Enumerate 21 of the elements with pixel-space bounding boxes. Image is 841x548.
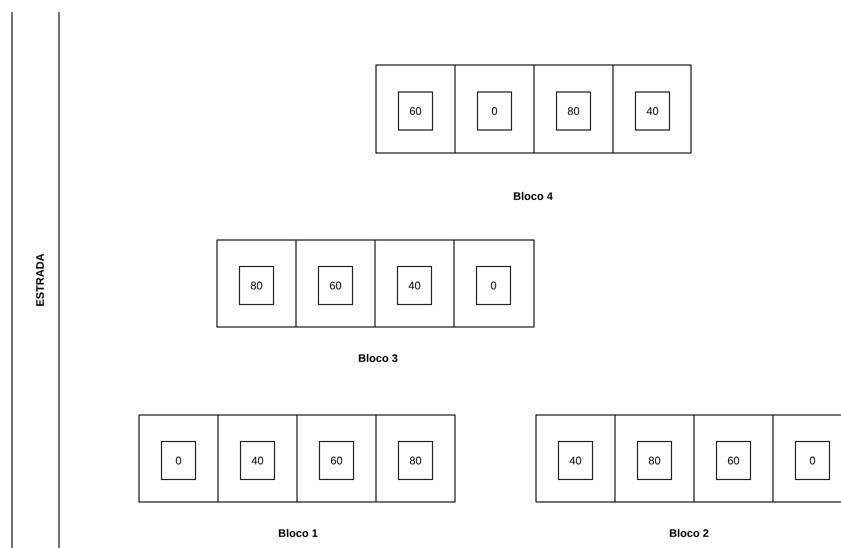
plot-box: 80 (637, 441, 672, 480)
plot-box: 0 (795, 441, 830, 480)
plot-box: 40 (240, 441, 275, 480)
plot-box: 0 (476, 266, 511, 305)
plot-box: 60 (319, 441, 354, 480)
block-label: Bloco 2 (670, 528, 708, 538)
plot-box: 80 (239, 266, 274, 305)
plot-box: 0 (161, 441, 196, 480)
plot-box: 80 (398, 441, 433, 480)
plot-box: 40 (635, 92, 670, 130)
plot-box: 60 (398, 92, 433, 130)
plot-box: 40 (558, 441, 593, 480)
plot-box: 60 (716, 441, 751, 480)
plot-box: 40 (397, 266, 432, 305)
plot-box: 60 (318, 266, 353, 305)
road-label: ESTRADA (36, 254, 44, 306)
plot-box: 80 (556, 92, 591, 130)
block-label: Bloco 1 (278, 528, 318, 538)
plot-box: 0 (477, 92, 512, 130)
block-label: Bloco 4 (514, 192, 553, 200)
block-label: Bloco 3 (358, 354, 398, 362)
